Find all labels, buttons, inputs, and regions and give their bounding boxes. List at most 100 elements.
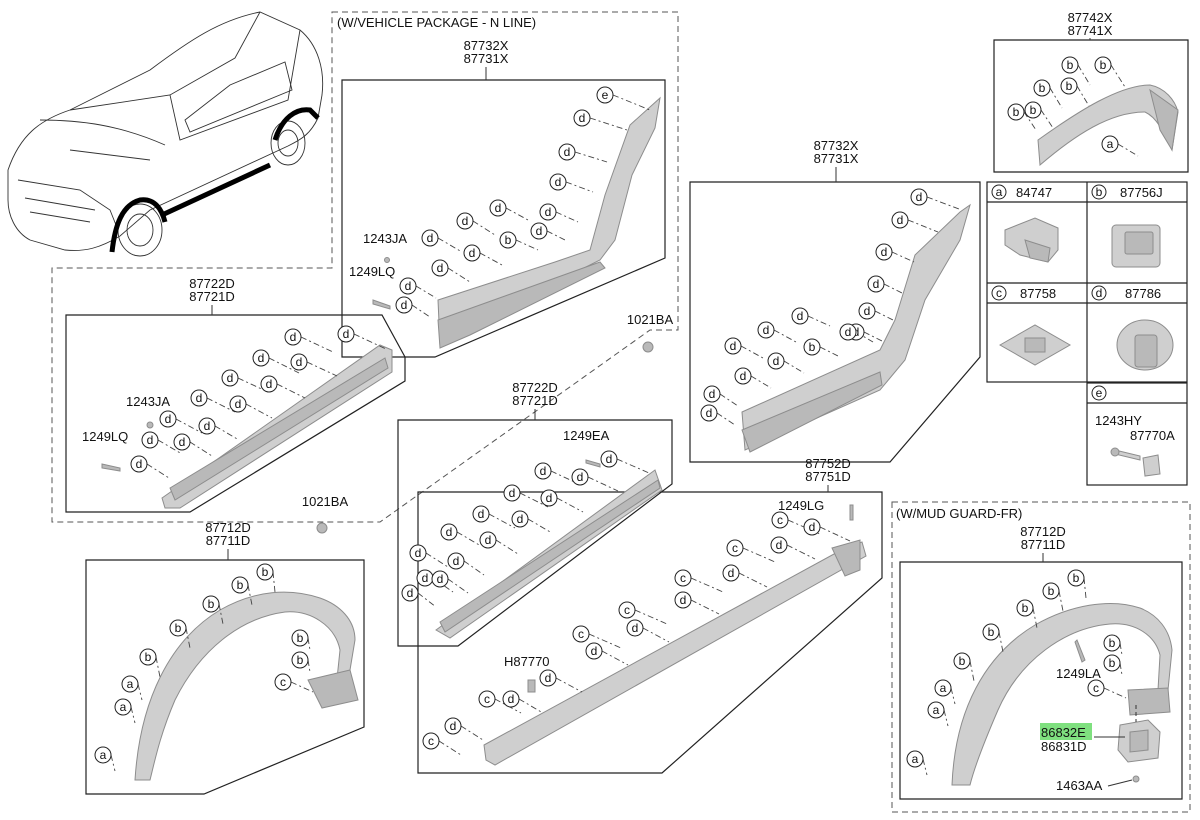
label-1021ba-a: 1021BA bbox=[627, 312, 674, 327]
callout-letter-b: b bbox=[297, 653, 304, 667]
callout-leader bbox=[587, 476, 619, 492]
callout-letter-d: d bbox=[415, 546, 422, 560]
callout-bubble-d bbox=[421, 229, 439, 247]
callout-leader bbox=[437, 237, 463, 253]
callout-letter-d: d bbox=[897, 213, 904, 227]
legend-key-d bbox=[1091, 285, 1107, 301]
callout-bubble-d bbox=[290, 353, 308, 371]
frame-rear-wheel-arch bbox=[993, 39, 1189, 173]
callout-leader bbox=[926, 196, 960, 210]
nut-87770a-icon bbox=[1142, 454, 1161, 477]
callout-bubble-d bbox=[472, 505, 490, 523]
callout-leader bbox=[907, 219, 939, 233]
leader-lines bbox=[110, 64, 1139, 776]
callout-bubble-d bbox=[757, 321, 775, 339]
label-87711d-a: 87711D bbox=[206, 533, 251, 548]
callout-bubble-b bbox=[291, 651, 309, 669]
callout-bubble-d bbox=[540, 489, 558, 507]
callout-leader bbox=[185, 627, 191, 649]
callout-leader bbox=[307, 659, 311, 673]
callout-bubble-b bbox=[1067, 569, 1085, 587]
callout-leader bbox=[130, 706, 136, 724]
callout-bubble-d bbox=[284, 328, 302, 346]
callout-bubble-d bbox=[585, 642, 603, 660]
callout-letter-b: b bbox=[1039, 81, 1046, 95]
callout-leader bbox=[565, 181, 594, 193]
callout-bubble-d bbox=[503, 484, 521, 502]
callout-bubble-d bbox=[803, 518, 821, 536]
callout-leader bbox=[556, 497, 584, 513]
callout-leader bbox=[1119, 662, 1123, 676]
label-87721d-b: 87721D bbox=[512, 393, 558, 408]
callout-letter-d: d bbox=[437, 572, 444, 586]
callout-letter-d: d bbox=[545, 205, 552, 219]
callout-leader bbox=[300, 336, 334, 353]
callout-bubble-d bbox=[734, 367, 752, 385]
callout-bubble-b bbox=[202, 595, 220, 613]
callout-letter-d: d bbox=[508, 692, 515, 706]
callout-leader bbox=[555, 211, 579, 223]
callout-bubble-b bbox=[499, 231, 517, 249]
callout-letter-b: b bbox=[262, 565, 269, 579]
callout-letter-b: b bbox=[1048, 584, 1055, 598]
callout-letter-b: b bbox=[1109, 636, 1116, 650]
svg-text:a: a bbox=[996, 185, 1003, 199]
callout-leader bbox=[155, 656, 161, 678]
callout-bubble-d bbox=[190, 389, 208, 407]
callout-bubble-b bbox=[1094, 56, 1112, 74]
label-1249la: 1249LA bbox=[1056, 666, 1101, 681]
callout-bubble-d bbox=[337, 325, 355, 343]
callout-letter-d: d bbox=[845, 325, 852, 339]
n-line-note: (W/VEHICLE PACKAGE - N LINE) bbox=[337, 15, 536, 30]
callout-leader bbox=[1083, 577, 1087, 599]
callout-letter-d: d bbox=[495, 201, 502, 215]
callout-bubble-c bbox=[478, 690, 496, 708]
callout-letter-d: d bbox=[469, 246, 476, 260]
frame-mud-guard-arch bbox=[899, 561, 1183, 800]
callout-bubble-d bbox=[395, 296, 413, 314]
callout-leader bbox=[922, 758, 928, 776]
frame-rear-sill bbox=[689, 181, 981, 463]
callout-leader bbox=[479, 252, 503, 266]
legend-part-87756j: 87756J bbox=[1120, 185, 1163, 200]
callout-leader bbox=[189, 441, 213, 457]
callout-letter-b: b bbox=[1109, 656, 1116, 670]
callout-letter-d: d bbox=[147, 433, 154, 447]
callout-leader bbox=[306, 361, 338, 377]
callout-leader bbox=[146, 463, 170, 479]
legend-key-c bbox=[991, 285, 1007, 301]
callout-leader bbox=[738, 572, 768, 588]
callout-leader bbox=[268, 357, 300, 374]
frame-side-sill bbox=[397, 419, 673, 647]
callout-letter-b: b bbox=[505, 233, 512, 247]
callout-bubble-b bbox=[1007, 103, 1025, 121]
n-line-option-box bbox=[51, 11, 679, 523]
callout-bubble-b bbox=[291, 629, 309, 647]
callout-leader bbox=[588, 633, 622, 649]
callout-bubble-d bbox=[511, 510, 529, 528]
label-1249lq-a: 1249LQ bbox=[349, 264, 395, 279]
callout-letter-d: d bbox=[740, 369, 747, 383]
callout-letter-d: d bbox=[407, 586, 414, 600]
vehicle-illustration bbox=[7, 11, 324, 257]
callout-bubble-b bbox=[1016, 599, 1034, 617]
callout-letter-d: d bbox=[545, 671, 552, 685]
callout-leader bbox=[786, 544, 816, 560]
callout-letter-b: b bbox=[809, 340, 816, 354]
svg-text:b: b bbox=[1096, 185, 1103, 199]
callout-bubble-d bbox=[539, 203, 557, 221]
callout-bubble-d bbox=[479, 531, 497, 549]
callout-bubble-b bbox=[1061, 56, 1079, 74]
callout-leader bbox=[546, 230, 568, 242]
callout-bubble-a bbox=[1101, 135, 1119, 153]
callout-leader bbox=[463, 560, 485, 576]
legend-key-b bbox=[1091, 184, 1107, 200]
callout-leader bbox=[943, 709, 949, 727]
callout-bubble-d bbox=[539, 669, 557, 687]
legend-key-a bbox=[991, 184, 1007, 200]
callout-letter-b: b bbox=[988, 625, 995, 639]
callout-bubble-d bbox=[130, 455, 148, 473]
callout-letter-d: d bbox=[450, 719, 457, 733]
callout-bubble-d bbox=[674, 591, 692, 609]
